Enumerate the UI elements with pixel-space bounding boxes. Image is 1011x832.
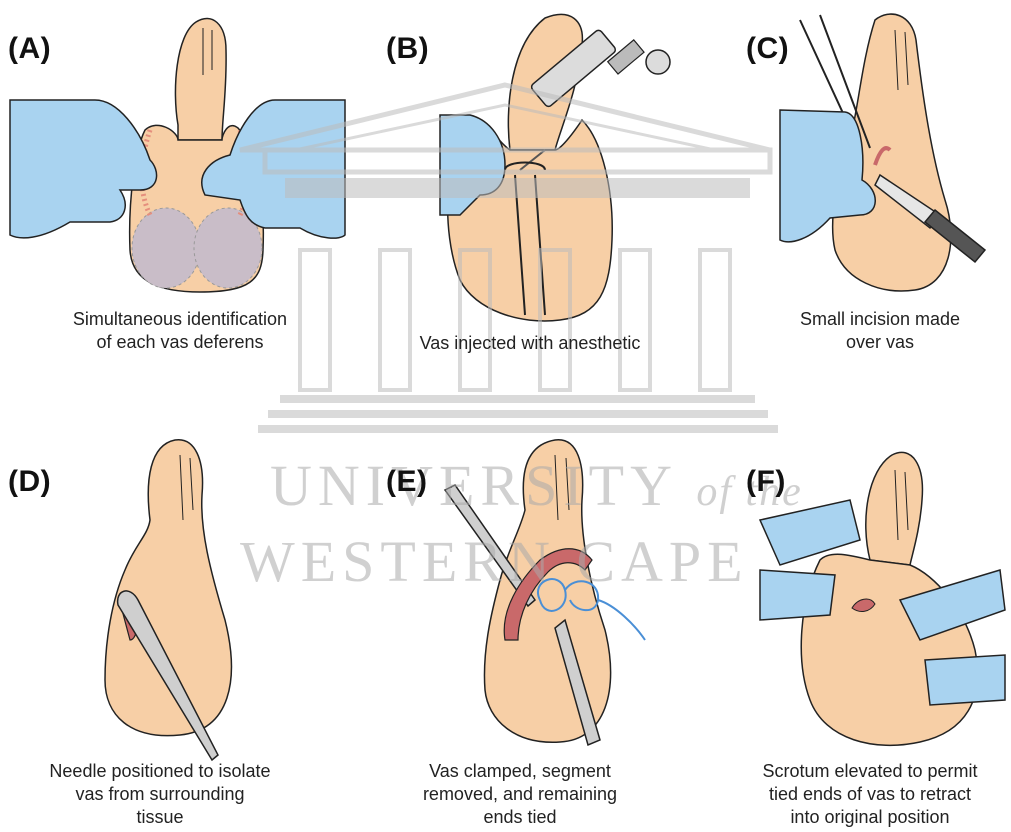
panel-b-label: (B) bbox=[386, 32, 429, 66]
panel-c-caption-line: over vas bbox=[760, 331, 1000, 354]
panel-f-caption-line: Scrotum elevated to permit bbox=[735, 760, 1005, 783]
watermark-line1-text: UNIVERSITY bbox=[270, 453, 676, 518]
panel-c-caption-line: Small incision made bbox=[760, 308, 1000, 331]
panel-a-illustration bbox=[10, 18, 345, 292]
panel-d-caption-line: Needle positioned to isolate bbox=[10, 760, 310, 783]
panel-b-illustration bbox=[440, 14, 670, 320]
panel-f-caption: Scrotum elevated to permit tied ends of … bbox=[735, 760, 1005, 829]
panel-a-caption-line: Simultaneous identification bbox=[20, 308, 340, 331]
panel-a-left-testis bbox=[132, 208, 200, 288]
panel-f-label: (F) bbox=[746, 465, 786, 499]
panel-d-caption-line: tissue bbox=[10, 806, 310, 829]
panel-c-illustration bbox=[780, 14, 985, 291]
watermark-line2: WESTERN CAPE bbox=[240, 528, 749, 595]
panel-f-glove-bottom-right bbox=[925, 655, 1005, 705]
panel-d-caption-line: vas from surrounding bbox=[10, 783, 310, 806]
panel-a-label: (A) bbox=[8, 32, 51, 66]
panel-e-caption-line: Vas clamped, segment bbox=[390, 760, 650, 783]
panel-c-caption: Small incision made over vas bbox=[760, 308, 1000, 354]
panel-d-label: (D) bbox=[8, 465, 51, 499]
panel-d-illustration bbox=[105, 440, 231, 760]
panel-f-penis bbox=[866, 452, 923, 565]
panel-b-caption-line: Vas injected with anesthetic bbox=[370, 332, 690, 355]
panel-e-caption: Vas clamped, segment removed, and remain… bbox=[390, 760, 650, 829]
panel-b-caption: Vas injected with anesthetic bbox=[370, 332, 690, 355]
panel-e-label: (E) bbox=[386, 465, 428, 499]
panel-f-glove-bottom-left bbox=[760, 570, 835, 620]
watermark-line2-text: WESTERN CAPE bbox=[240, 529, 749, 594]
watermark-line1: UNIVERSITY of the bbox=[270, 452, 803, 519]
panel-f-caption-line: into original position bbox=[735, 806, 1005, 829]
panel-c-label: (C) bbox=[746, 32, 789, 66]
panel-e-caption-line: ends tied bbox=[390, 806, 650, 829]
panel-d-scrotum bbox=[105, 440, 231, 736]
panel-e-caption-line: removed, and remaining bbox=[390, 783, 650, 806]
panel-f-caption-line: tied ends of vas to retract bbox=[735, 783, 1005, 806]
panel-a-caption-line: of each vas deferens bbox=[20, 331, 340, 354]
panel-a-penis bbox=[175, 18, 226, 140]
panel-a-caption: Simultaneous identification of each vas … bbox=[20, 308, 340, 354]
panel-d-caption: Needle positioned to isolate vas from su… bbox=[10, 760, 310, 829]
